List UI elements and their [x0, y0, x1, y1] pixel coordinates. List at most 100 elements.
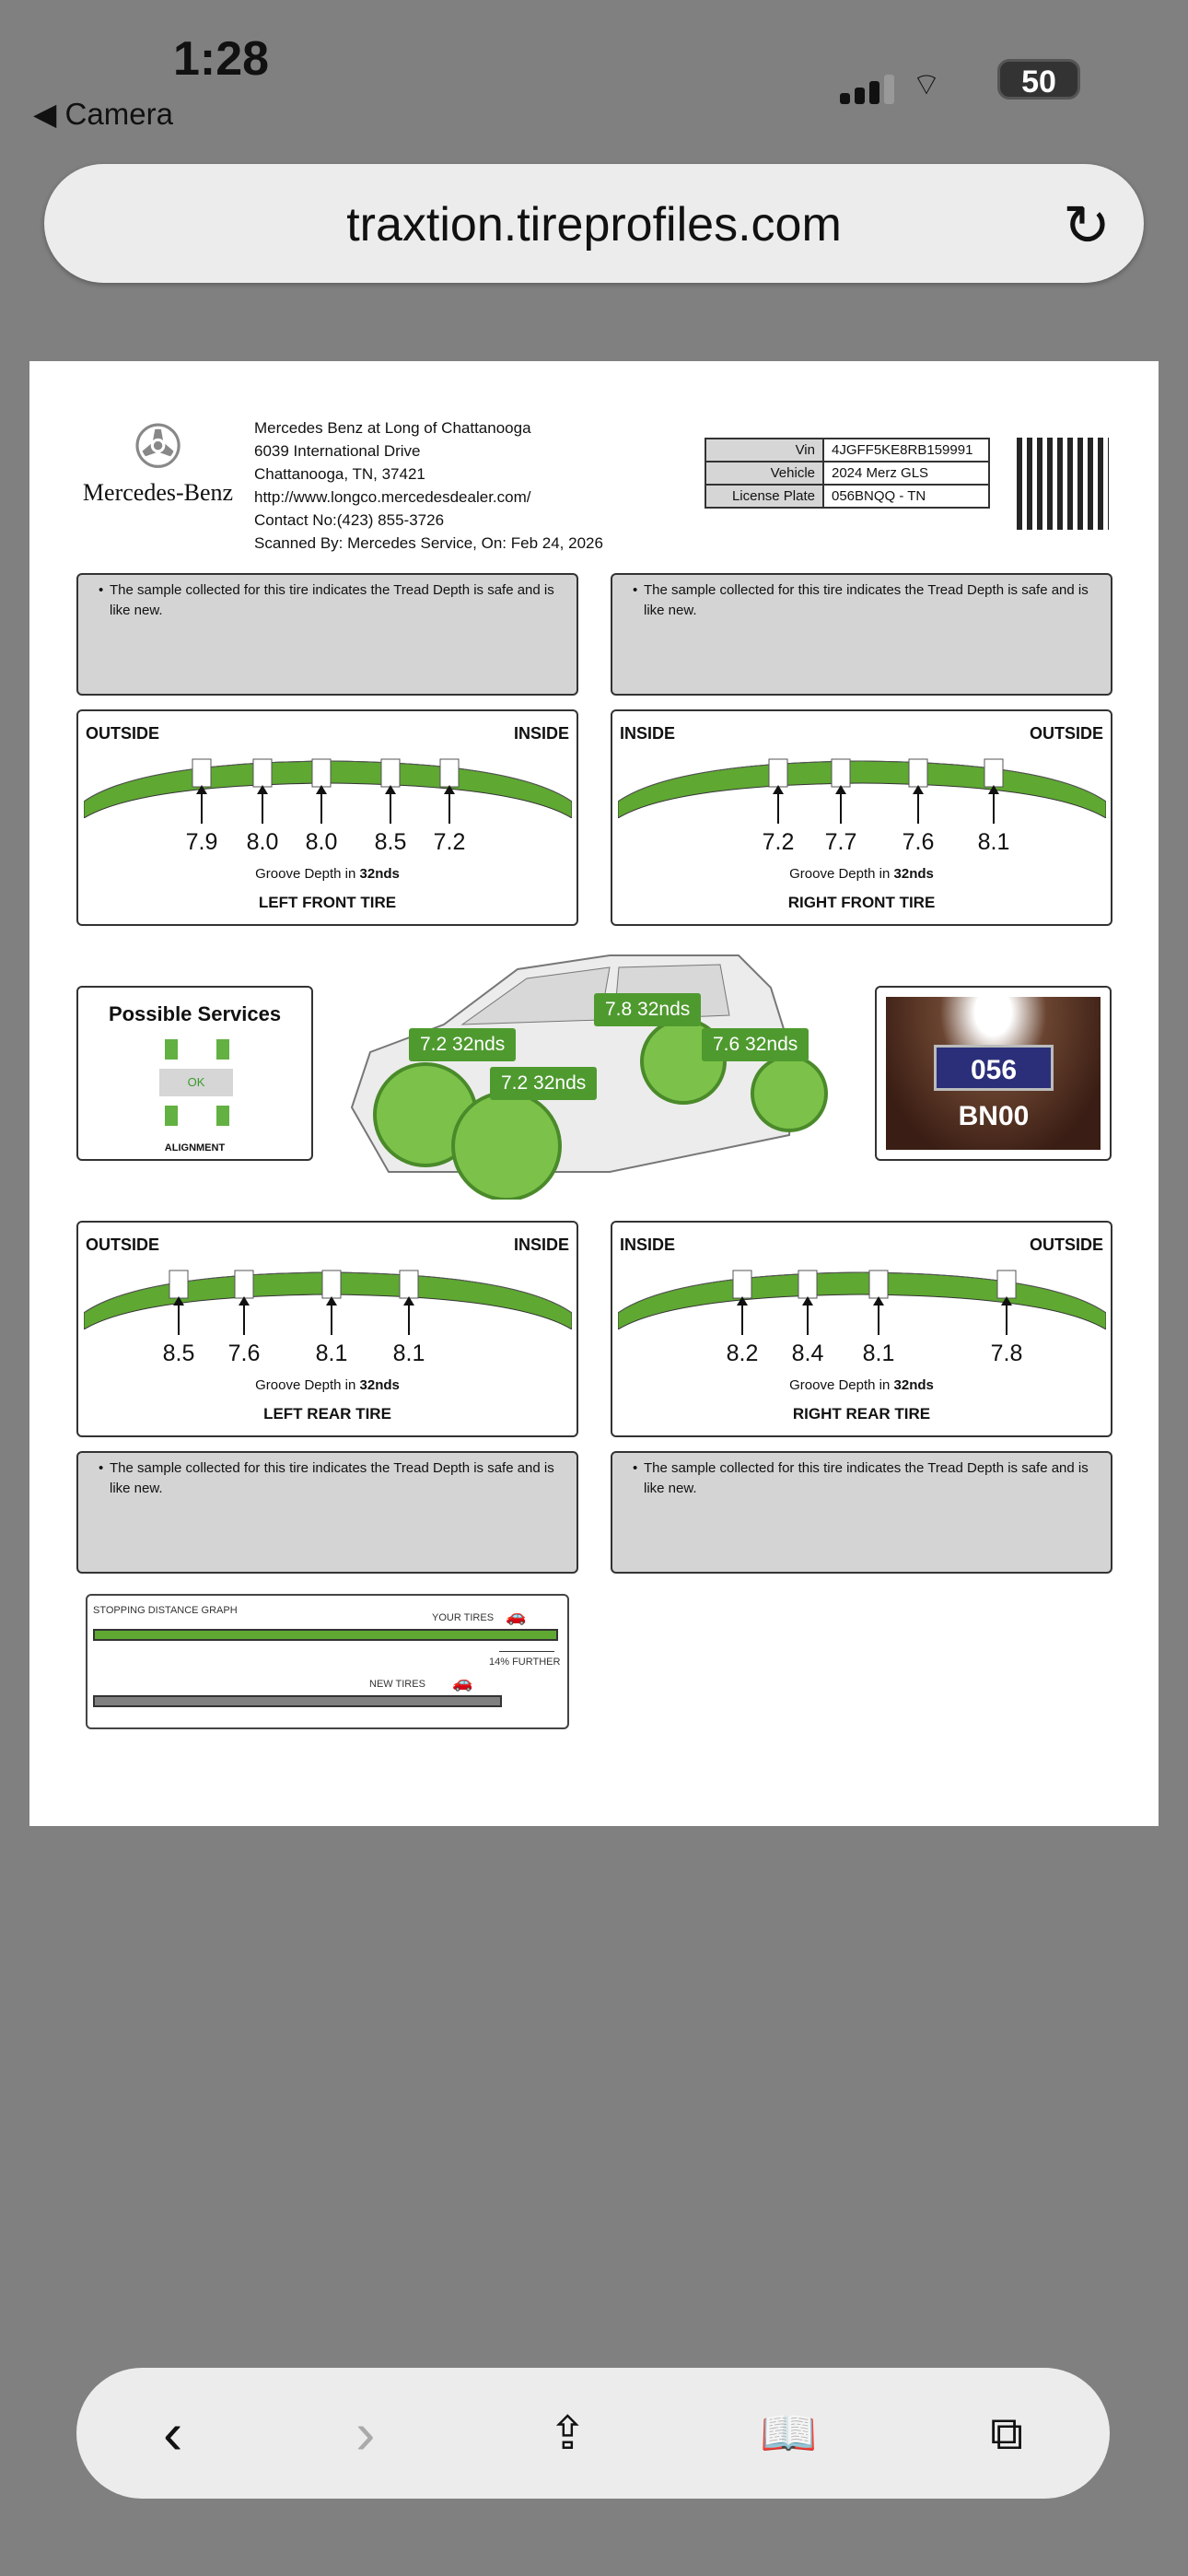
- car-badge-lf: 7.2 32nds: [409, 1028, 517, 1061]
- side-label-left: INSIDE: [620, 1235, 676, 1254]
- dealer-contact: Contact No:(423) 855-3726: [254, 511, 445, 529]
- side-label-left: OUTSIDE: [86, 724, 160, 743]
- info-key: Vin: [705, 438, 824, 463]
- groove-depth-value: 7.7: [824, 829, 857, 855]
- back-to-app-link[interactable]: ◀ Camera: [33, 97, 173, 131]
- groove-depth-value: 7.2: [762, 829, 795, 855]
- groove-arrow: [444, 785, 455, 824]
- groove-depth-value: 8.1: [862, 1341, 895, 1366]
- groove-arrow: [873, 1296, 884, 1335]
- tire-name: LEFT FRONT TIRE: [258, 894, 397, 911]
- info-key: License Plate: [705, 484, 824, 509]
- difference-label: 14% FURTHER: [489, 1657, 561, 1668]
- groove-depth-value: 7.6: [227, 1341, 261, 1366]
- reload-icon[interactable]: ↻: [1063, 194, 1111, 258]
- tire-comment-rf: The sample collected for this tire indic…: [611, 573, 1112, 696]
- car-icon: 🚗: [452, 1673, 473, 1692]
- groove-depth-caption: Groove Depth in 32nds: [255, 866, 400, 882]
- tread-profile: [618, 758, 1106, 818]
- side-label-left: INSIDE: [620, 724, 676, 743]
- groove-depth-value: 8.1: [315, 1341, 348, 1366]
- stopping-distance-graph: STOPPING DISTANCE GRAPH YOUR TIRES 🚗 14%…: [86, 1594, 569, 1729]
- tire-name: RIGHT REAR TIRE: [792, 1405, 931, 1423]
- dealer-city: Chattanooga, TN, 37421: [254, 465, 425, 483]
- browser-toolbar: ‹ › ⇪ 📖 ⧉: [76, 2368, 1110, 2499]
- side-label-right: INSIDE: [513, 1235, 569, 1254]
- groove-arrow: [173, 1296, 184, 1335]
- tire-report: ✇Mercedes-Benz Mercedes Benz at Long of …: [29, 361, 1159, 1826]
- mercedes-star-icon: ✇: [133, 414, 183, 480]
- groove-arrow: [257, 785, 268, 824]
- tire-name: RIGHT FRONT TIRE: [787, 894, 936, 911]
- services-title: Possible Services: [108, 1002, 282, 1025]
- url-text[interactable]: traxtion.tireprofiles.com: [346, 198, 842, 252]
- wifi-icon: ⌔: [912, 67, 941, 102]
- alignment-label: ALIGNMENT: [164, 1142, 226, 1153]
- groove-depth-value: 8.5: [162, 1341, 195, 1366]
- side-label-right: OUTSIDE: [1029, 1235, 1103, 1254]
- groove-depth-value: 8.1: [977, 829, 1010, 855]
- new-tires-bar: [93, 1695, 503, 1707]
- back-icon[interactable]: ‹: [162, 2400, 183, 2466]
- groove-depth-caption: Groove Depth in 32nds: [789, 866, 934, 882]
- license-plate-photo[interactable]: 056 BN00: [875, 986, 1112, 1161]
- groove-depth-value: 8.5: [374, 829, 407, 855]
- groove-arrow: [316, 785, 327, 824]
- groove-arrow: [773, 785, 784, 824]
- side-label-right: INSIDE: [513, 724, 569, 743]
- tire-comment-rr: The sample collected for this tire indic…: [611, 1451, 1112, 1574]
- tabs-icon[interactable]: ⧉: [990, 2406, 1023, 2459]
- qr-code: [1017, 438, 1109, 530]
- tread-profile: [84, 758, 572, 818]
- groove-depth-value: 7.6: [902, 829, 935, 855]
- bookmarks-icon[interactable]: 📖: [760, 2406, 818, 2459]
- plate-text: 056 BN00: [934, 1045, 1054, 1131]
- groove-arrow: [385, 785, 396, 824]
- car-badge-rr: 7.6 32nds: [702, 1028, 809, 1061]
- groove-arrow: [403, 1296, 414, 1335]
- car-icon: 🚗: [506, 1607, 527, 1625]
- groove-arrow: [196, 785, 207, 824]
- tire-name: LEFT REAR TIRE: [263, 1405, 391, 1423]
- groove-arrow: [802, 1296, 813, 1335]
- scan-info: Scanned By: Mercedes Service, On: Feb 24…: [254, 534, 603, 552]
- groove-arrow: [913, 785, 924, 824]
- share-icon[interactable]: ⇪: [548, 2407, 588, 2459]
- dealer-street: 6039 International Drive: [254, 442, 421, 460]
- your-tires-bar: [93, 1629, 558, 1641]
- groove-depth-caption: Groove Depth in 32nds: [789, 1377, 934, 1393]
- info-value: 2024 Merz GLS: [822, 461, 990, 486]
- mercedes-logo: ✇Mercedes-Benz: [77, 415, 239, 507]
- groove-depth-value: 8.2: [726, 1341, 759, 1366]
- battery-indicator: 50: [997, 59, 1080, 100]
- side-label-right: OUTSIDE: [1029, 724, 1103, 743]
- info-key: Vehicle: [705, 461, 824, 486]
- groove-depth-value: 8.0: [246, 829, 279, 855]
- forward-icon[interactable]: ›: [355, 2400, 376, 2466]
- tread-profile: [84, 1270, 572, 1329]
- info-value: 4JGFF5KE8RB159991: [822, 438, 990, 463]
- dealer-website[interactable]: http://www.longco.mercedesdealer.com/: [254, 488, 531, 506]
- stopping-title: STOPPING DISTANCE GRAPH: [93, 1605, 238, 1616]
- alignment-status: OK: [159, 1069, 233, 1096]
- difference-bracket: [499, 1651, 554, 1652]
- status-time: 1:28: [173, 32, 270, 86]
- side-label-left: OUTSIDE: [86, 1235, 160, 1254]
- groove-depth-value: 8.4: [791, 1341, 824, 1366]
- address-bar[interactable]: traxtion.tireprofiles.com ↻: [44, 164, 1144, 283]
- tire-comment-lf: The sample collected for this tire indic…: [76, 573, 578, 696]
- your-tires-label: YOUR TIRES: [432, 1612, 495, 1623]
- tread-profile: [618, 1270, 1106, 1329]
- groove-depth-value: 8.1: [392, 1341, 425, 1366]
- groove-arrow: [835, 785, 846, 824]
- groove-arrow: [326, 1296, 337, 1335]
- car-badge-lr: 7.8 32nds: [594, 993, 702, 1026]
- cellular-signal-icon: ⌔: [840, 64, 941, 104]
